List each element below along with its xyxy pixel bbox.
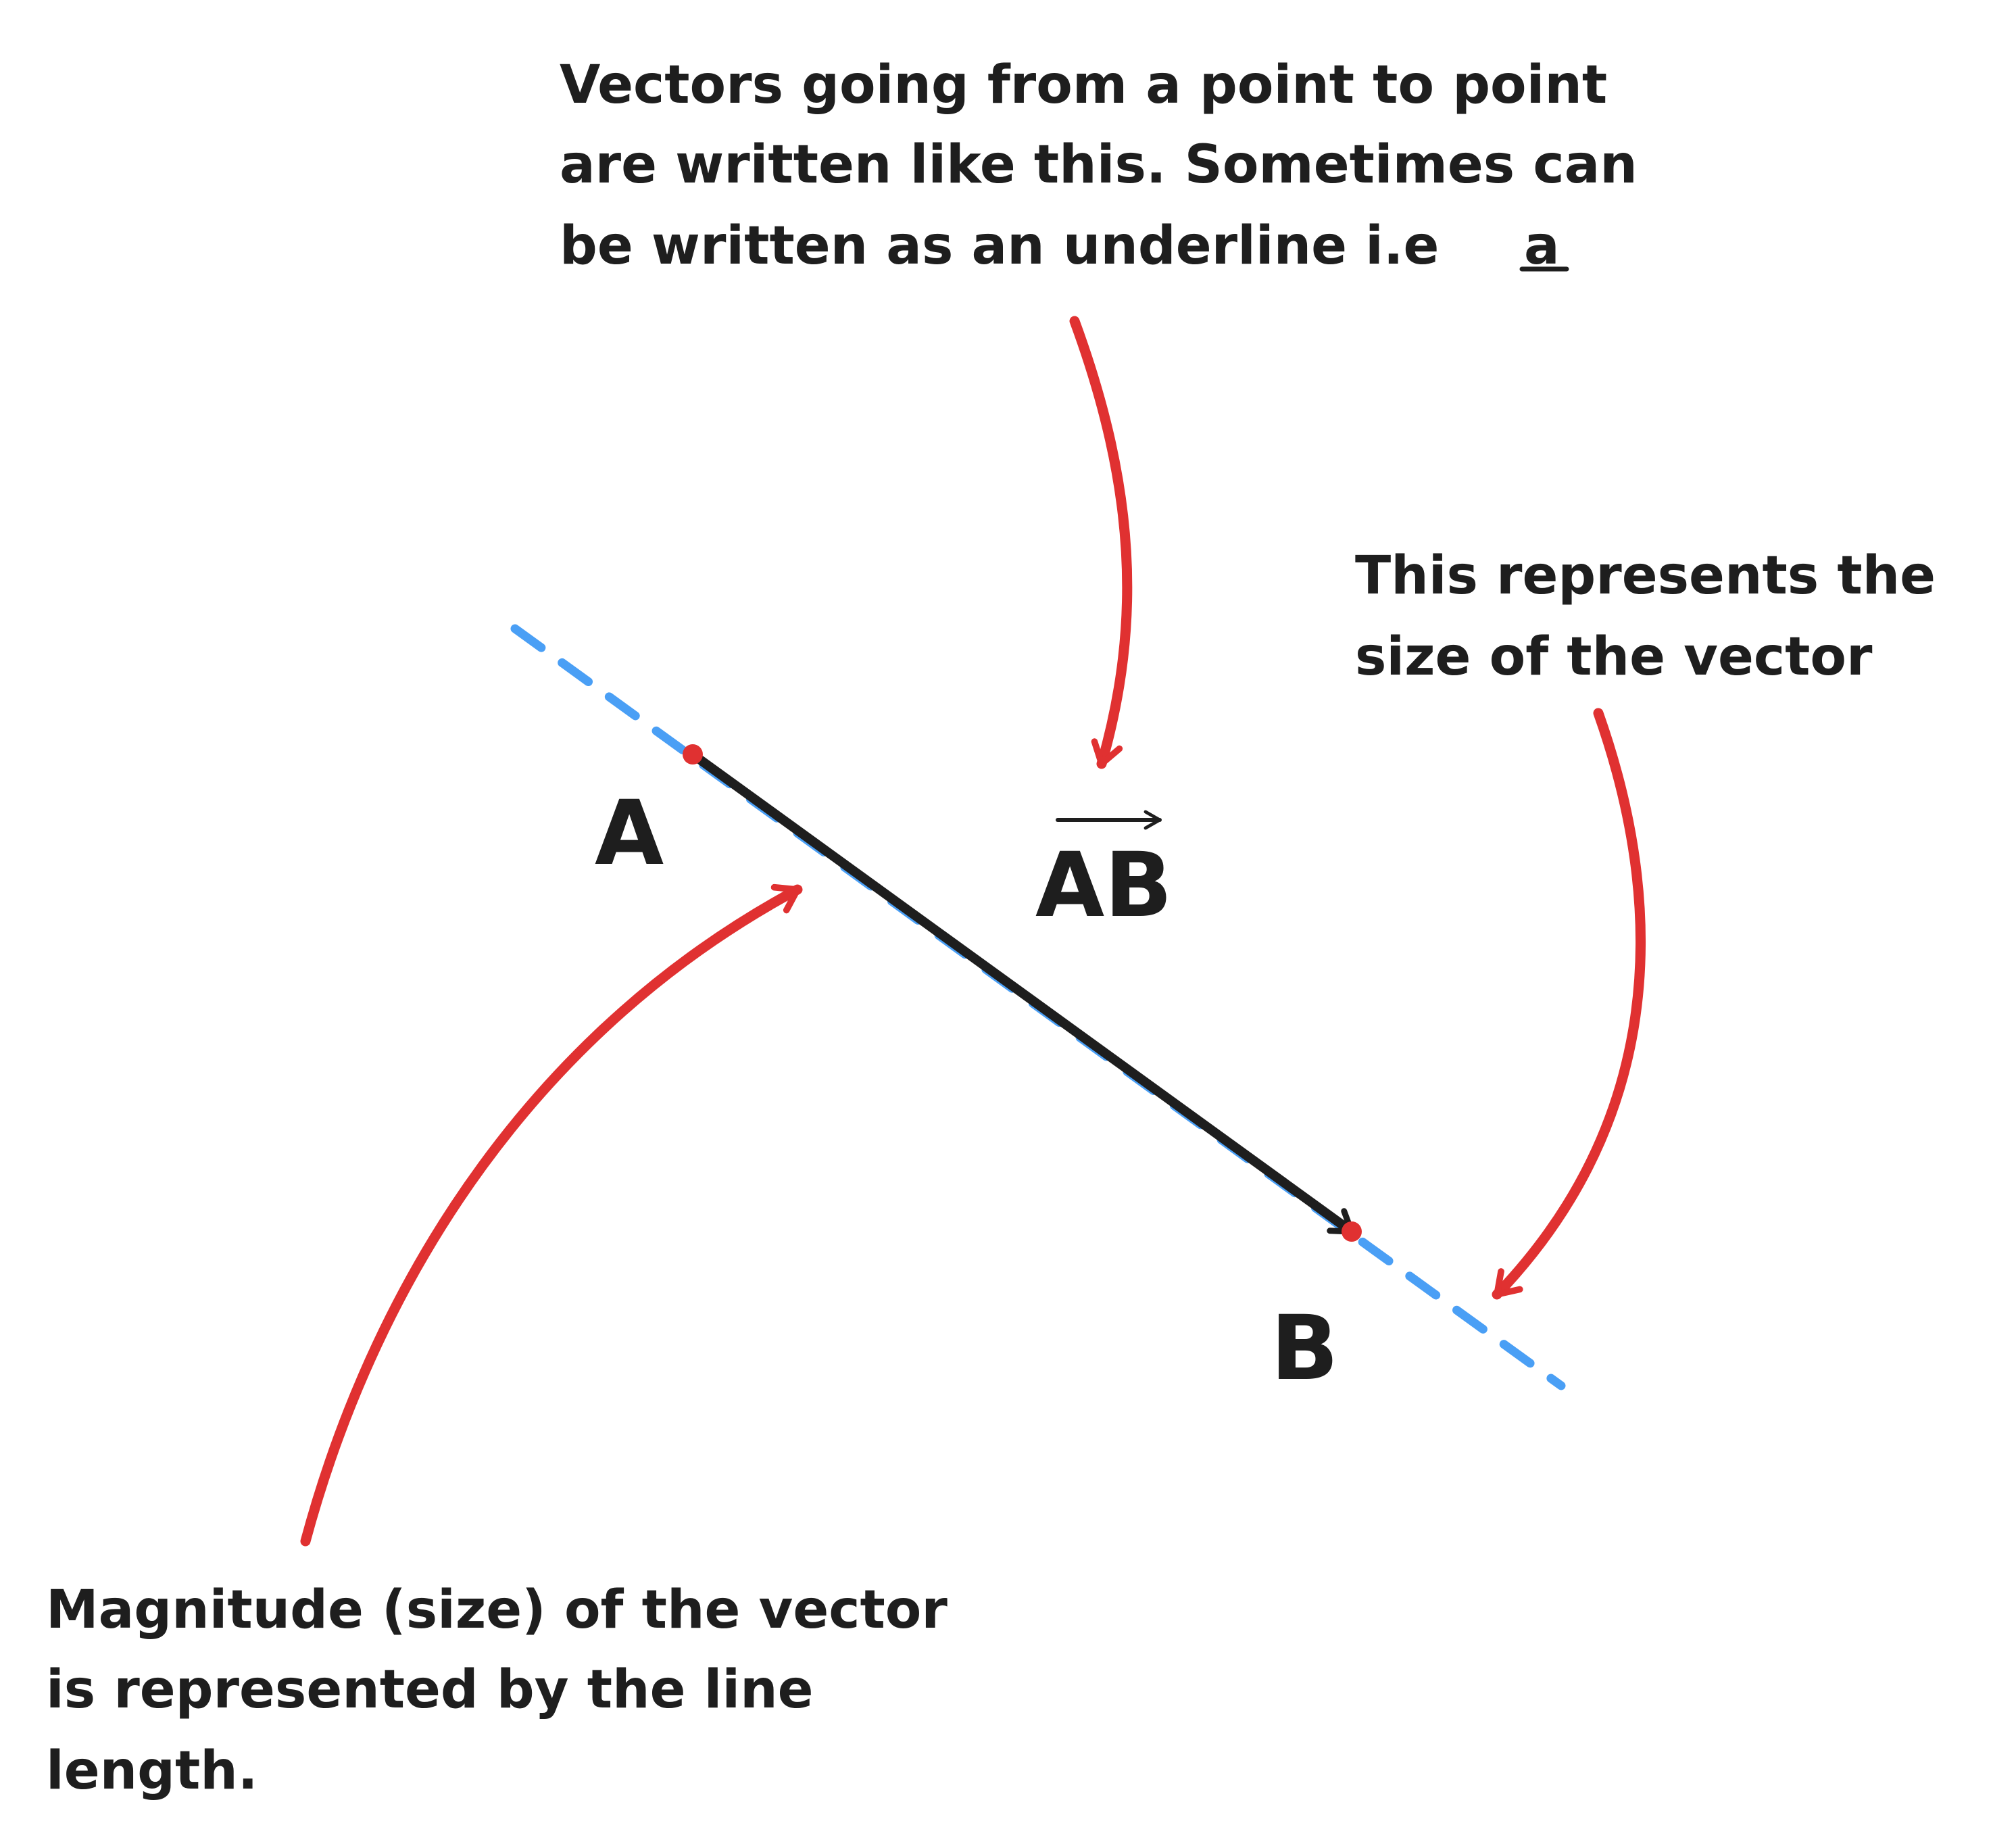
magnitude-note-line: length. — [46, 1741, 257, 1801]
point-b-label: B — [1271, 1296, 1339, 1401]
magnitude-note: Magnitude (size) of the vector is repres… — [46, 1580, 948, 1801]
notation-note-line: Vectors going from a point to point — [560, 55, 1607, 116]
notation-note-line: are written like this. Sometimes can — [560, 135, 1638, 195]
size-note-line: This represents the — [1355, 545, 1936, 606]
size-pointer-arrow — [1492, 708, 1646, 1300]
magnitude-note-line: is represented by the line — [46, 1659, 814, 1720]
magnitude-note-line: Magnitude (size) of the vector — [46, 1580, 948, 1641]
point-a-dot — [683, 744, 703, 765]
vector-ab-arrow — [688, 750, 1356, 1236]
point-a-label: A — [595, 781, 664, 885]
notation-pointer-arrow — [1069, 316, 1133, 769]
notation-note: Vectors going from a point to point are … — [560, 55, 1638, 276]
magnitude-pointer-arrow — [300, 883, 803, 1547]
vector-ab-label: AB — [1035, 833, 1173, 938]
vector-ab-notation: AB — [1035, 810, 1173, 938]
point-b-dot — [1342, 1221, 1362, 1242]
underline-example-letter: a — [1524, 216, 1560, 276]
notation-note-line: be written as an underline i.e — [560, 216, 1439, 276]
size-note: This represents the size of the vector — [1355, 545, 1936, 687]
size-note-line: size of the vector — [1355, 627, 1873, 687]
